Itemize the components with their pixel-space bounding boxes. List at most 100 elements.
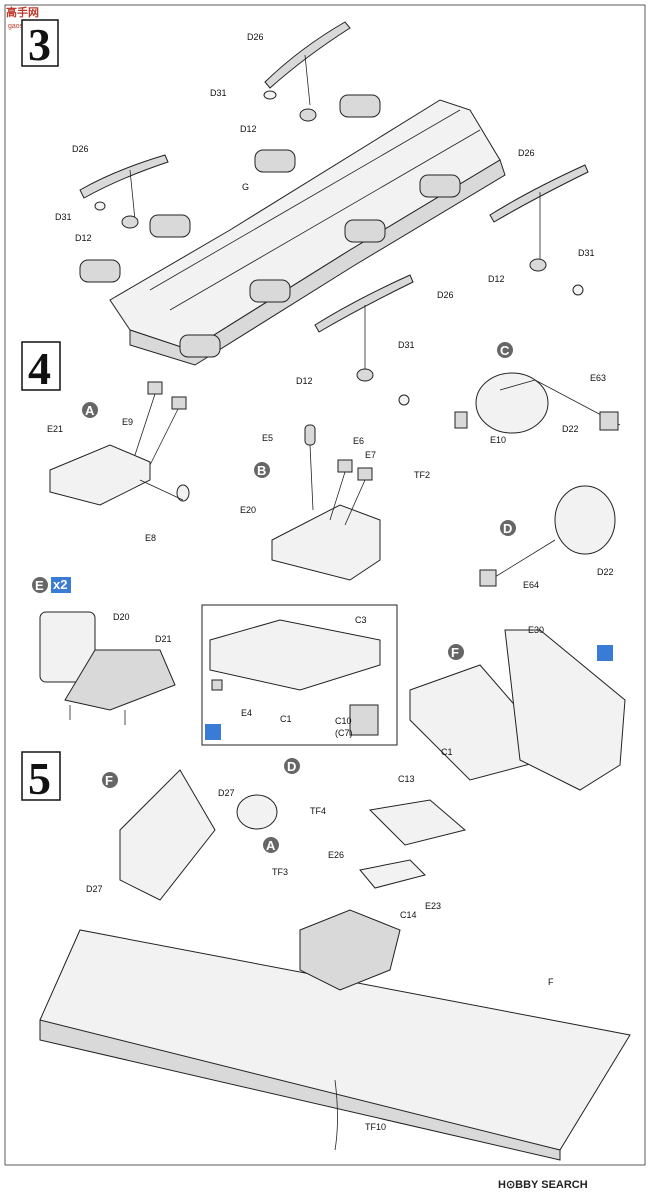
leaf-spring-d26-top <box>264 21 351 106</box>
sub-f-assembly: F <box>409 629 626 791</box>
label-e64: E64 <box>523 580 539 590</box>
step-3-number: 3 <box>28 19 51 70</box>
marker-a: A <box>85 403 95 418</box>
label-e26: E26 <box>328 850 344 860</box>
label-d31-bottom: D31 <box>398 340 415 350</box>
label-d22-d: D22 <box>597 567 614 577</box>
label-tf10: TF10 <box>365 1122 386 1132</box>
label-e20: E20 <box>240 505 256 515</box>
sub-d-steering: D <box>479 485 616 587</box>
bush-d12-a <box>299 108 317 122</box>
marker-f-step5: F <box>105 773 113 788</box>
label-d27-left: D27 <box>86 884 103 894</box>
washer-d31-c <box>572 284 584 296</box>
panel-c13 <box>368 799 467 846</box>
step-4-box: 4 <box>21 341 61 394</box>
label-g: G <box>242 182 249 192</box>
leaf-spring-d26-left <box>79 154 169 221</box>
sub-b-pedal-box: B <box>254 424 381 581</box>
pedal-e9-left <box>147 381 163 395</box>
washer-d31-b <box>94 201 106 211</box>
label-tf2: TF2 <box>414 470 430 480</box>
sub-e-seat: E x2 <box>32 577 176 725</box>
label-d31-right: D31 <box>578 248 595 258</box>
sub-f-in-step5 <box>119 769 216 901</box>
leaf-spring-d26-bottom <box>314 274 414 370</box>
label-e21: E21 <box>47 424 63 434</box>
marker-b: B <box>257 463 266 478</box>
label-e63: E63 <box>590 373 606 383</box>
label-d31-top: D31 <box>210 88 227 98</box>
label-e10: E10 <box>490 435 506 445</box>
label-d12-bottom: D12 <box>296 376 313 386</box>
label-e9: E9 <box>122 417 133 427</box>
lever-e8 <box>176 484 190 502</box>
label-tf4: TF4 <box>310 806 326 816</box>
label-c10: C10 <box>335 716 352 726</box>
chassis-frame-g <box>79 94 506 366</box>
steering-wheel-d22-d <box>554 485 616 555</box>
marker-f: F <box>451 645 459 660</box>
marker-d-step5: D <box>287 759 296 774</box>
label-c1-f: C1 <box>441 747 453 757</box>
step-3-box: 3 <box>21 19 59 70</box>
marker-d: D <box>503 521 512 536</box>
step-5-box: 5 <box>21 751 61 804</box>
seat-back-d20 <box>39 611 96 683</box>
label-e8: E8 <box>145 533 156 543</box>
label-e23: E23 <box>425 901 441 911</box>
label-tf3: TF3 <box>272 867 288 877</box>
paint-marker-f <box>597 645 613 661</box>
marker-x2: x2 <box>53 577 67 592</box>
pedal-e9-right <box>171 396 187 410</box>
label-c13: C13 <box>398 774 415 784</box>
label-e5: E5 <box>262 433 273 443</box>
label-d20: D20 <box>113 612 130 622</box>
sub-c-steering: C <box>454 342 621 434</box>
label-d26-bottom: D26 <box>437 290 454 300</box>
part-c10 <box>349 704 379 736</box>
label-d12-left: D12 <box>75 233 92 243</box>
label-e30: E30 <box>528 625 544 635</box>
suspension-units <box>79 94 461 358</box>
label-e4: E4 <box>241 708 252 718</box>
label-c3: C3 <box>355 615 367 625</box>
washer-d31-a <box>263 90 277 100</box>
watermark-cn: 高手网 <box>6 5 39 19</box>
paint-marker <box>205 724 221 740</box>
label-c1-inset: C1 <box>280 714 292 724</box>
washer-d31-d <box>398 394 410 406</box>
marker-c: C <box>500 343 510 358</box>
label-d12-right: D12 <box>488 274 505 284</box>
part-e26 <box>299 909 401 991</box>
step-5-number: 5 <box>28 753 51 804</box>
label-c7: (C7) <box>335 728 353 738</box>
label-d22-c: D22 <box>562 424 579 434</box>
bush-d12-d <box>356 368 374 382</box>
steering-wheel-d22-c <box>475 372 549 434</box>
part-e4 <box>211 679 223 691</box>
part-e10 <box>454 411 468 429</box>
label-e6: E6 <box>353 436 364 446</box>
step-4-number: 4 <box>28 343 51 394</box>
pedal-e6 <box>337 459 353 473</box>
label-d21: D21 <box>155 634 172 644</box>
label-d31-left: D31 <box>55 212 72 222</box>
lever-e5 <box>304 424 316 446</box>
bush-d12-b <box>121 215 139 229</box>
leaf-spring-d26-right <box>489 164 589 262</box>
label-d26-right: D26 <box>518 148 535 158</box>
watermark-bottom: H⊙BBY SEARCH <box>498 1179 588 1191</box>
sub-a-pedal-assembly: A <box>49 381 190 506</box>
part-c14 <box>359 859 426 889</box>
label-d26-top: D26 <box>247 32 264 42</box>
label-d12-top: D12 <box>240 124 257 134</box>
pedal-e7 <box>357 467 373 481</box>
label-f: F <box>548 977 554 987</box>
step-5-hull-floor: F D A <box>39 758 631 1161</box>
steering-wheel-step5 <box>236 794 278 830</box>
marker-e: E <box>35 578 44 593</box>
column-e63-end <box>599 411 619 431</box>
label-e7: E7 <box>365 450 376 460</box>
